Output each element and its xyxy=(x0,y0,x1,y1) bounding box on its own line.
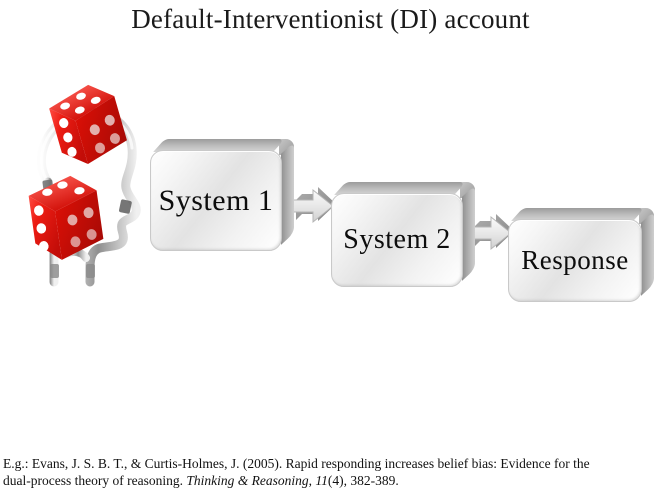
box-face xyxy=(508,219,642,302)
citation-line-1: E.g.: Evans, J. S. B. T., & Curtis-Holme… xyxy=(3,456,590,471)
box-depth-right xyxy=(281,142,294,245)
die-upper xyxy=(49,84,127,164)
process-box-system1[interactable]: System 1 xyxy=(150,139,294,251)
citation-line-2-suffix: (4), 382-389. xyxy=(327,473,399,488)
box-depth-right xyxy=(462,185,475,281)
page-title: Default-Interventionist (DI) account xyxy=(131,4,530,34)
process-box-label: System 1 xyxy=(158,183,274,217)
citation-separator: , xyxy=(308,473,316,488)
citation-journal-name: Thinking & Reasoning xyxy=(186,473,309,488)
process-box-response[interactable]: Response xyxy=(508,208,654,302)
citation-line-2-prefix: dual-process theory of reasoning. xyxy=(3,473,187,488)
box-depth-right xyxy=(641,211,654,296)
process-box-system2[interactable]: System 2 xyxy=(331,182,475,287)
head-profile-with-dice-graphic xyxy=(4,82,154,297)
process-box-label: Response xyxy=(521,245,629,275)
die-lower xyxy=(28,175,104,260)
box-face xyxy=(150,150,282,251)
flow-arrow-system2-to-response xyxy=(466,211,518,263)
citation-volume: 11 xyxy=(315,473,328,488)
citation-footer: E.g.: Evans, J. S. B. T., & Curtis-Holme… xyxy=(3,455,658,489)
flow-arrow-system1-to-system2 xyxy=(288,184,340,236)
process-box-label: System 2 xyxy=(343,224,451,255)
box-face xyxy=(331,193,463,287)
